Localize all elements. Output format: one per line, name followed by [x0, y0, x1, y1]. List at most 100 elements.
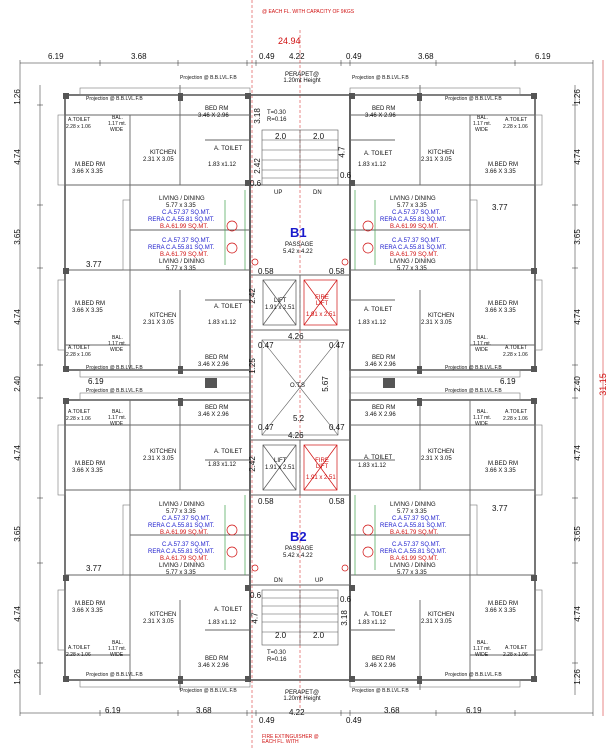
passage-label: PASSAGE — [285, 546, 314, 552]
fire-lift-label: FIRE LIFT — [315, 295, 329, 307]
top-dim-1: 6.19 — [48, 52, 64, 61]
dimension-lines — [19, 60, 594, 716]
dim-3-77: 3.77 — [492, 504, 508, 513]
atoilet-label: A.TOILET — [68, 645, 91, 651]
left-dim-4: 4.74 — [12, 309, 22, 325]
dim-0-58: 0.58 — [258, 497, 274, 506]
mbed-rm-size: 3.66 X 3.35 — [485, 608, 516, 614]
rera-label: RERA C.A.55.81 SQ.MT. — [148, 549, 215, 555]
living-size: 5.77 x 3.35 — [166, 266, 196, 272]
dim-0-47: 0.47 — [258, 423, 274, 432]
bed-rm-label: BED RM — [205, 405, 229, 411]
dim-0-6: 0.6 — [340, 595, 352, 604]
ca-label: C.A.57.37 SQ.MT. — [392, 238, 441, 244]
projection-label: Projection @ B.B.LVL.F.B — [352, 75, 409, 81]
kitchen-label: KITCHEN — [428, 150, 455, 156]
atoilet-size: 2.28 x 1.06 — [66, 652, 91, 658]
bal-label: BAL. — [112, 640, 123, 646]
kitchen-label: KITCHEN — [428, 313, 455, 319]
rera-label: RERA C.A.55.81 SQ.MT. — [380, 523, 447, 529]
dim-4-7: 4.7 — [250, 612, 260, 624]
ca-label: C.A.57.37 SQ.MT. — [392, 210, 441, 216]
ba-label: B.A.61.79 SQ.MT. — [390, 530, 439, 536]
kitchen-label: KITCHEN — [150, 150, 177, 156]
mbed-rm-size: 3.66 X 3.35 — [72, 308, 103, 314]
kitchen-label: KITCHEN — [428, 449, 455, 455]
bottom-dim-3: 0.49 — [259, 716, 275, 725]
bed-rm-label: BED RM — [205, 106, 229, 112]
ca-label: C.A.57.37 SQ.MT. — [162, 210, 211, 216]
bal-size: 1.17 mt. — [473, 646, 492, 652]
bal-label: BAL. — [112, 115, 123, 121]
living-label: LIVING / DINING — [390, 259, 436, 265]
dim-0-6: 0.6 — [340, 171, 352, 180]
bal-size: 1.17 mt. — [108, 646, 127, 652]
dim-4-26: 4.26 — [288, 332, 304, 341]
dim-0-47: 0.47 — [258, 341, 274, 350]
projection-label: Projection @ B.B.LVL.F.B — [352, 688, 409, 694]
toilet-label: A. TOILET — [214, 607, 243, 613]
top-dim-7: 6.19 — [535, 52, 551, 61]
living-label: LIVING / DINING — [390, 196, 436, 202]
dim-3-18: 3.18 — [252, 108, 262, 124]
left-dim-8: 4.74 — [12, 606, 22, 622]
toilet-label: A. TOILET — [214, 304, 243, 310]
bal-size: 1.17 mt. — [108, 415, 127, 421]
dim-5-67: 5.67 — [320, 376, 330, 392]
mbed-rm-label: M.BED RM — [488, 301, 518, 307]
living-label: LIVING / DINING — [390, 502, 436, 508]
lift-size: 1.91 x 2.51 — [265, 465, 295, 471]
dim-0-58: 0.58 — [258, 267, 274, 276]
green-lines — [224, 190, 376, 575]
stair-t: T=0.30 — [267, 650, 286, 656]
dim-0-58: 0.58 — [329, 497, 345, 506]
atoilet-size: 2.28 x 1.06 — [503, 652, 528, 658]
passage-size: 5.42 x 4.22 — [283, 249, 313, 255]
lift-label: LIFT — [274, 458, 287, 464]
atoilet-size: 2.28 x 1.06 — [503, 352, 528, 358]
dim-6-19: 6.19 — [88, 377, 104, 386]
mbed-rm-label: M.BED RM — [488, 162, 518, 168]
projection-label: Projection @ B.B.LVL.F.B — [86, 388, 143, 394]
dim-2-42: 2.42 — [247, 456, 257, 472]
bal-wide: WIDE — [475, 421, 489, 427]
bottom-dim-7: 6.19 — [466, 706, 482, 715]
overall-width: 24.94 — [278, 36, 301, 46]
bal-wide: WIDE — [110, 347, 124, 353]
mbed-rm-size: 3.66 X 3.35 — [485, 468, 516, 474]
mbed-rm-size: 3.66 X 3.35 — [485, 169, 516, 175]
top-dim-3: 0.49 — [259, 52, 275, 61]
bal-wide: WIDE — [110, 127, 124, 133]
toilet-size: 1.83 x1.12 — [358, 620, 387, 626]
rera-label: RERA C.A.55.81 SQ.MT. — [380, 245, 447, 251]
projection-label: Projection @ B.B.LVL.F.B — [445, 388, 502, 394]
atoilet-label: A.TOILET — [505, 409, 528, 415]
bed-rm-label: BED RM — [372, 405, 396, 411]
mbed-rm-size: 3.66 X 3.35 — [72, 468, 103, 474]
passage-size: 5.42 x 4.22 — [283, 553, 313, 559]
mbed-rm-label: M.BED RM — [75, 601, 105, 607]
bal-wide: WIDE — [475, 652, 489, 658]
toilet-label: A. TOILET — [364, 307, 393, 313]
bottom-fire-note: FIRE EXTINGUISHER @ EACH FL. WITH — [262, 734, 319, 745]
dim-2-0: 2.0 — [275, 132, 287, 141]
rera-label: RERA C.A.55.81 SQ.MT. — [380, 549, 447, 555]
right-dim-5: 2.40 — [572, 376, 582, 392]
living-size: 5.77 x 3.35 — [166, 570, 196, 576]
dim-6-19: 6.19 — [500, 377, 516, 386]
dim-0-6: 0.6 — [250, 591, 262, 600]
dim-3-18: 3.18 — [339, 610, 349, 626]
bed-rm-size: 3.46 X 2.96 — [365, 113, 396, 119]
atoilet-label: A.TOILET — [505, 645, 528, 651]
projection-label: Projection @ B.B.LVL.F.B — [180, 688, 237, 694]
kitchen-label: KITCHEN — [150, 612, 177, 618]
living-size: 5.77 x 3.35 — [397, 570, 427, 576]
right-dim-4: 4.74 — [572, 309, 582, 325]
ba-label: B.A.61.99 SQ.MT. — [390, 224, 439, 230]
stair-t: T=0.30 — [267, 110, 286, 116]
atoilet-size: 2.28 x 1.06 — [66, 124, 91, 130]
projection-bands — [57, 87, 543, 688]
fire-lift-label: FIRE LIFT — [315, 458, 329, 470]
dim-2-0: 2.0 — [313, 132, 325, 141]
lift-size: 1.91 x 2.51 — [265, 305, 295, 311]
